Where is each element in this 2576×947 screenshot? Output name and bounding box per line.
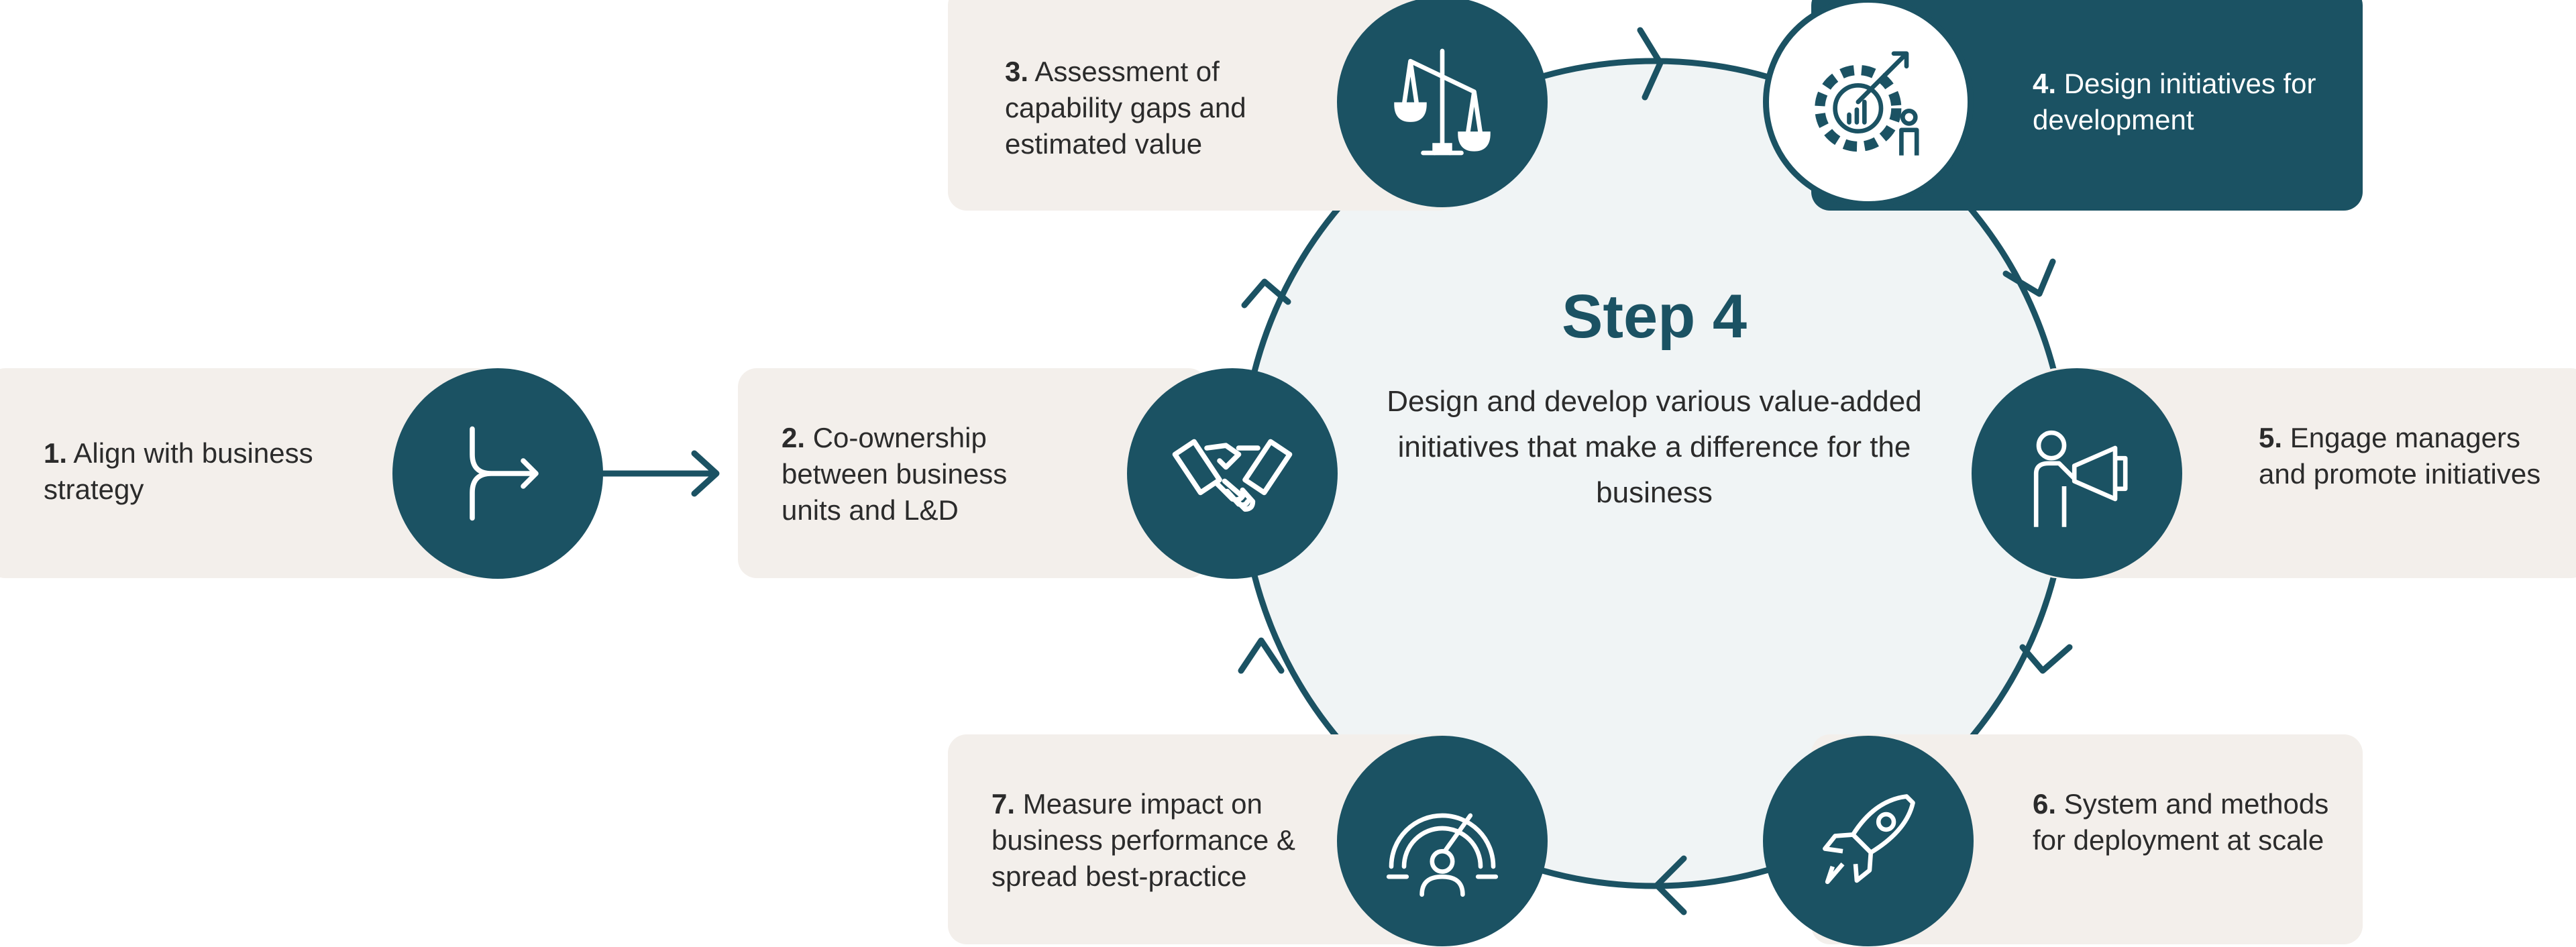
merge-arrow-icon: [392, 368, 603, 579]
cycle-arrow-upper-right: [2002, 258, 2056, 297]
cycle-arrow-top: [1637, 27, 1664, 101]
step-label: Assessment of capability gaps and estima…: [1005, 56, 1246, 160]
cycle-arrow-bottom: [1654, 855, 1687, 915]
step-label: Measure impact on business performance &…: [991, 788, 1295, 892]
step-label: Design initiatives for development: [2033, 68, 2316, 135]
step-title: Step 4: [1561, 282, 1748, 351]
step-label: Co-ownership between business units and …: [782, 422, 1008, 526]
balance-scale-icon: [1337, 0, 1548, 207]
step-label: Align with business strategy: [44, 437, 313, 505]
speedometer-person-icon: [1337, 736, 1548, 946]
step-label: Engage managers and promote initiatives: [2259, 422, 2541, 490]
step-label: System and methods for deployment at sca…: [2033, 788, 2329, 856]
step-number: 2.: [782, 422, 806, 453]
step-number: 3.: [1005, 56, 1029, 87]
cycle-arrow-left: [1241, 278, 1291, 309]
step-number: 5.: [2259, 422, 2283, 453]
step-number: 4.: [2033, 68, 2057, 99]
megaphone-person-icon: [1972, 368, 2182, 579]
step-number: 6.: [2033, 788, 2057, 820]
step-description: Design and develop various value-added i…: [1387, 385, 1922, 509]
gear-growth-icon: [1763, 0, 1974, 207]
step-number: 7.: [991, 788, 1016, 820]
handshake-icon: [1127, 368, 1338, 579]
cycle-arrow-right: [2019, 644, 2073, 674]
step-number: 1.: [44, 437, 68, 469]
connector-arrowhead: [691, 450, 720, 497]
rocket-icon: [1763, 736, 1974, 946]
cycle-arrow-lower-left: [1238, 637, 1285, 674]
